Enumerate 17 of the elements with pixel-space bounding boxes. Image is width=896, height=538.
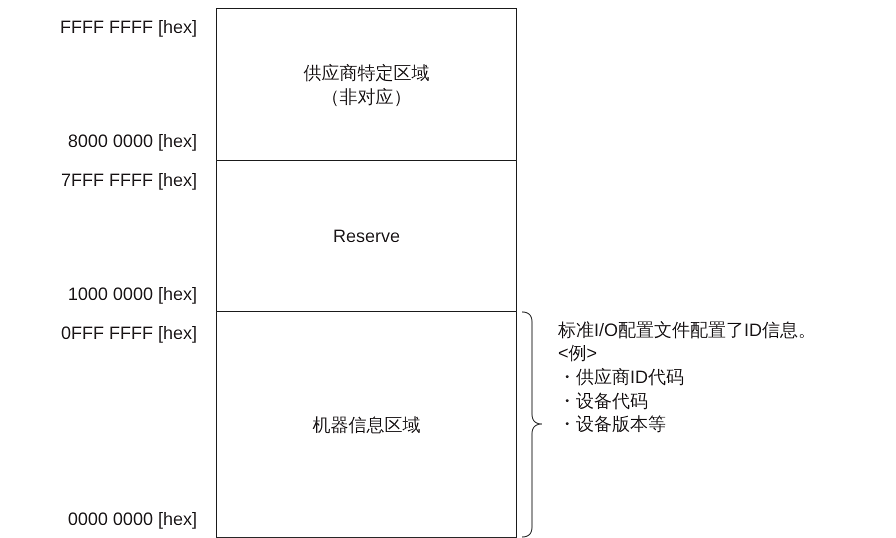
address-label: 7FFF FFFF [hex] [60, 169, 197, 191]
address-label: 0000 0000 [hex] [68, 508, 197, 530]
note-text: ・设备代码 [558, 390, 648, 412]
memory-region-box [216, 311, 517, 538]
memory-region-box [216, 8, 517, 161]
note-text: ・设备版本等 [558, 413, 666, 435]
note-text: <例> [558, 342, 598, 364]
address-label: 8000 0000 [hex] [68, 130, 197, 152]
note-text: 标准I/O配置文件配置了ID信息。 [558, 319, 816, 341]
address-label: 0FFF FFFF [hex] [60, 322, 197, 344]
address-label: 1000 0000 [hex] [68, 283, 197, 305]
note-text: ・供应商ID代码 [558, 366, 684, 388]
region-label: 机器信息区域 [312, 414, 420, 436]
region-label: Reserve [332, 225, 400, 248]
memory-region-box [216, 160, 517, 312]
address-label: FFFF FFFF [hex] [60, 16, 197, 38]
region-label: 供应商特定区域（非对应） [302, 62, 430, 108]
